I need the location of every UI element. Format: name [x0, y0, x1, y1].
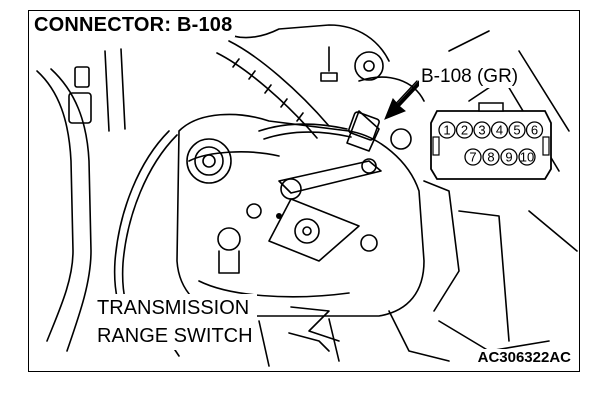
part-label: TRANSMISSION RANGE SWITCH [93, 294, 257, 350]
connector-pin-number: 4 [496, 123, 503, 138]
connector-pin-10 [518, 148, 536, 166]
connector-pin-4 [490, 121, 509, 139]
part-label-line2: RANGE SWITCH [97, 325, 253, 347]
connector-pin-8 [482, 148, 500, 166]
connector-pin-number: 9 [505, 150, 512, 165]
connector-pin-number: 8 [487, 150, 494, 165]
reference-code: AC306322AC [475, 349, 573, 367]
connector-pin-2 [455, 121, 474, 139]
connector-pin-1 [438, 121, 456, 139]
connector-face-view [430, 102, 552, 180]
connector-pin-number: 3 [478, 123, 485, 138]
connector-pin-number: 10 [520, 150, 534, 165]
connector-callout-label: B-108 (GR) [419, 66, 521, 88]
connector-pin-number: 5 [513, 123, 520, 138]
connector-pin-6 [525, 121, 544, 139]
connector-pin-7 [464, 148, 482, 166]
connector-pin-number: 2 [461, 123, 468, 138]
connector-pin-number: 6 [531, 123, 538, 138]
part-label-line1: TRANSMISSION [97, 297, 250, 319]
connector-pin-number: 1 [443, 123, 450, 138]
connector-pin-5 [508, 121, 526, 139]
connector-pin-9 [500, 148, 518, 166]
connector-title: CONNECTOR: B-108 [33, 14, 236, 37]
connector-pin-3 [473, 121, 491, 139]
connector-pin-number: 7 [469, 150, 476, 165]
